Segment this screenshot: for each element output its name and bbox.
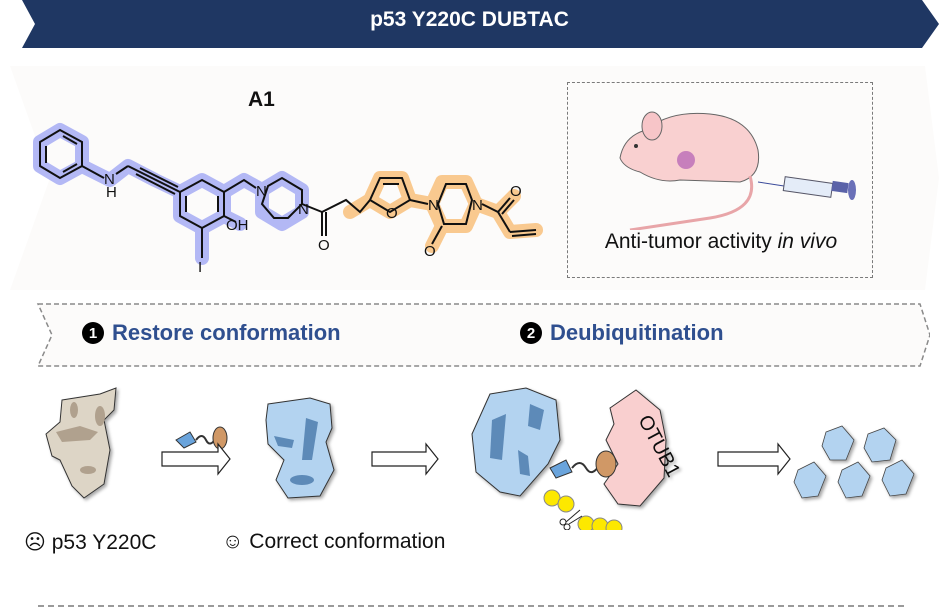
smiley-face-icon: ☺ — [222, 530, 244, 553]
compound-label: A1 — [248, 88, 275, 111]
atom-n: N — [256, 183, 267, 200]
atom-n: N — [104, 171, 115, 188]
bottom-divider — [38, 605, 904, 607]
caption-text: p53 Y220C — [51, 531, 157, 554]
in-vivo-caption: Anti-tumor activity in vivo — [575, 230, 867, 254]
process-diagram: OTUB1 — [45, 387, 915, 530]
banner-title: p53 Y220C DUBTAC — [370, 8, 569, 31]
syringe-icon — [757, 176, 856, 200]
mutant-p53-protein — [45, 387, 117, 499]
arrow-icon — [161, 442, 231, 476]
step-restore-conformation: 1 Restore conformation — [82, 320, 341, 346]
atom-o: O — [424, 243, 436, 260]
step-label: Restore conformation — [112, 320, 341, 345]
atom-h: H — [106, 184, 117, 201]
caption-text: Correct conformation — [249, 530, 446, 553]
steps-band — [36, 303, 930, 367]
title-banner — [22, 0, 939, 48]
dubtac-bridge-icon — [549, 450, 617, 479]
sad-face-icon: ☹ — [24, 531, 46, 554]
folded-p53-ternary-protein — [471, 387, 561, 497]
mouse-syringe-illustration — [619, 111, 856, 230]
arrow-icon — [371, 442, 439, 476]
step-deubiquitination: 2 Deubiquitination — [520, 320, 724, 346]
chemical-structure: N H OH I N N O O N N O O — [33, 123, 543, 276]
atom-n: N — [298, 201, 309, 218]
step-number-badge: 2 — [520, 322, 542, 344]
dubtac-molecule-icon — [175, 426, 228, 450]
caption-text: Anti-tumor activity — [604, 230, 778, 253]
bonds — [39, 128, 537, 258]
folded-p53-protein — [265, 397, 335, 499]
caption-mutant: ☹ p53 Y220C — [24, 530, 156, 555]
in-vivo-box — [567, 82, 873, 278]
atom-oh: OH — [226, 217, 249, 234]
arrow-icon — [717, 442, 791, 476]
atom-o: O — [318, 237, 330, 254]
caption-italic: in vivo — [777, 230, 838, 253]
scissors-icon — [559, 509, 583, 530]
recruiter-highlight — [343, 171, 543, 253]
step-label: Deubiquitination — [550, 320, 724, 345]
atom-o: O — [386, 205, 398, 222]
atom-n: N — [472, 197, 483, 214]
ubiquitin-chain-icon — [543, 489, 623, 530]
degraded-protein-fragments — [793, 425, 915, 499]
otub1-protein: OTUB1 — [603, 389, 684, 507]
atom-iodo: I — [198, 259, 202, 276]
mouse-icon — [619, 111, 760, 230]
atom-n: N — [428, 197, 439, 214]
step-number-badge: 1 — [82, 322, 104, 344]
atom-o: O — [510, 183, 522, 200]
caption-correct: ☺ Correct conformation — [222, 530, 445, 554]
atom-labels: N H OH I N N O O N N O O — [104, 171, 522, 276]
